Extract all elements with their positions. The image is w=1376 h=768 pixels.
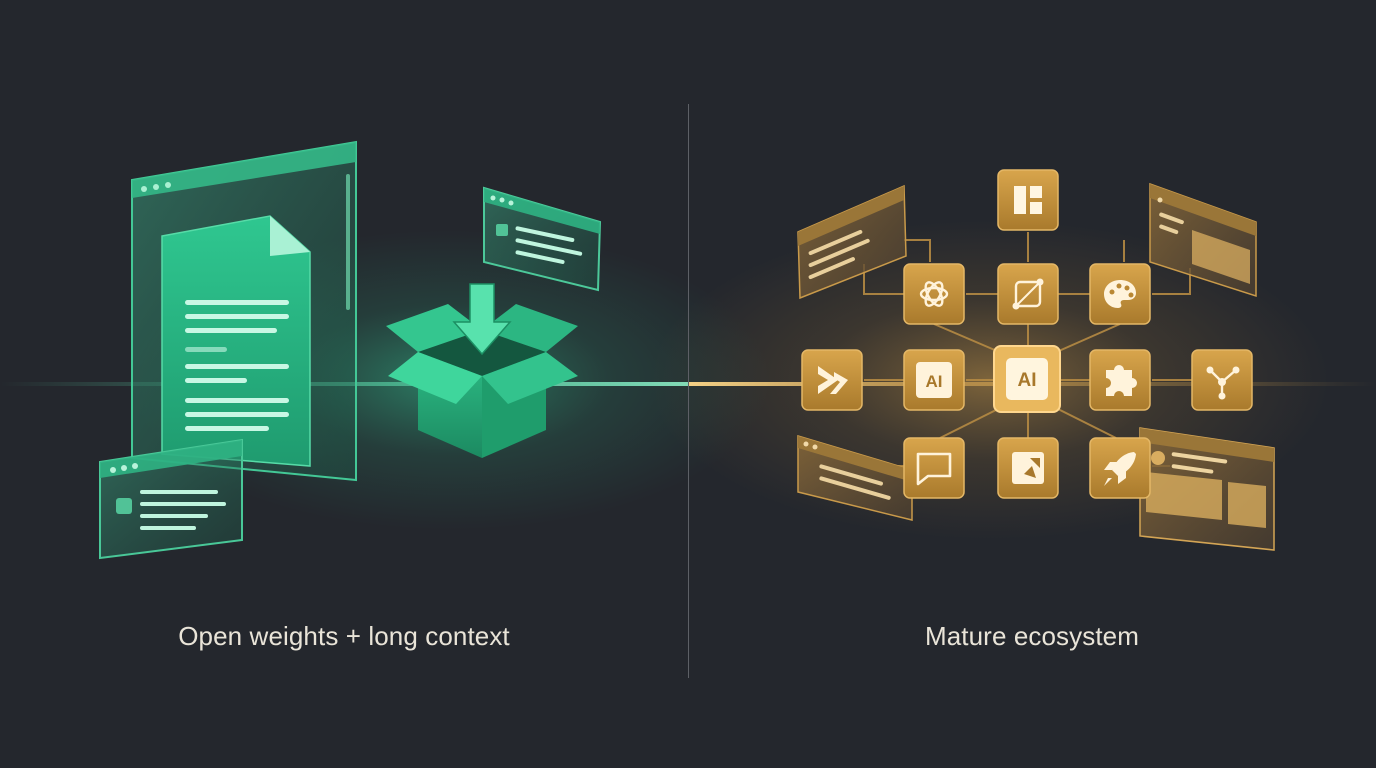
left-panel xyxy=(0,140,770,560)
floating-panel xyxy=(797,434,913,521)
floating-panel xyxy=(1139,427,1275,551)
layout-panels-icon xyxy=(997,169,1059,231)
caption-left: Open weights + long context xyxy=(178,621,510,651)
download-box-icon xyxy=(386,283,578,458)
route-sign-icon xyxy=(997,437,1059,499)
right-panel: AI AI xyxy=(650,169,1376,551)
vector-node-icon xyxy=(997,263,1059,325)
browser-window-icon xyxy=(99,438,243,560)
floating-panel xyxy=(1149,182,1257,298)
document-icon xyxy=(161,215,311,467)
floating-panel xyxy=(797,184,907,300)
rocket-icon xyxy=(1089,437,1151,499)
ai-label: AI xyxy=(926,372,943,391)
ai-label: AI xyxy=(1018,370,1037,391)
browser-window-icon xyxy=(483,186,602,292)
ai-badge-icon: AI xyxy=(993,345,1061,413)
center-divider xyxy=(688,104,689,678)
palette-icon xyxy=(1089,263,1151,325)
chevron-arrow-icon xyxy=(801,349,863,411)
caption-right: Mature ecosystem xyxy=(924,621,1139,651)
puzzle-icon xyxy=(1089,349,1151,411)
chat-bubble-icon xyxy=(903,437,965,499)
ai-badge-icon: AI xyxy=(903,349,965,411)
openai-knot-icon xyxy=(903,263,965,325)
branch-network-icon xyxy=(1191,349,1253,411)
ecosystem-tiles: AI AI xyxy=(801,169,1253,499)
